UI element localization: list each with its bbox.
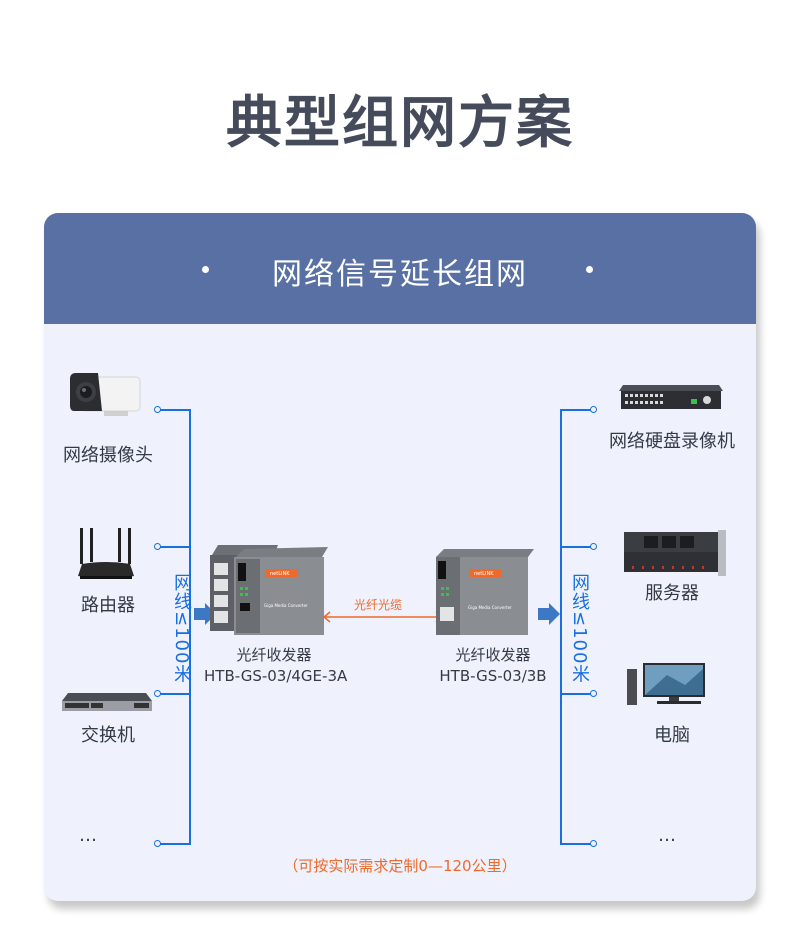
connector-line bbox=[560, 546, 592, 548]
fiber-cable-label: 光纤光缆 bbox=[354, 598, 403, 612]
connector-node-icon bbox=[590, 690, 597, 697]
device-label: 网络摄像头 bbox=[63, 445, 153, 466]
connector-node-icon bbox=[154, 690, 161, 697]
fiber-converter-left-icon: netLINK Giga Media Converter bbox=[210, 545, 328, 635]
converter-right-name: 光纤收发器 bbox=[455, 646, 531, 664]
connector-line bbox=[158, 546, 191, 548]
product-text: Giga Media Converter bbox=[264, 603, 308, 608]
network-diagram-panel: 网络信号延长组网 网络摄像头 路由器 交换机 … 网线≤100米 bbox=[44, 213, 756, 901]
device-label: 电脑 bbox=[654, 725, 690, 746]
connector-node-icon bbox=[590, 406, 597, 413]
right-bus-line bbox=[560, 409, 562, 845]
device-label: 路由器 bbox=[81, 595, 135, 616]
connector-line bbox=[158, 843, 191, 845]
bullet-dot-icon bbox=[202, 266, 209, 273]
more-devices-ellipsis: … bbox=[658, 825, 679, 846]
switch-icon bbox=[62, 693, 152, 711]
connector-line bbox=[158, 693, 191, 695]
device-label: 服务器 bbox=[645, 583, 699, 604]
product-text: Giga Media Converter bbox=[468, 605, 512, 610]
desktop-computer-icon bbox=[627, 663, 705, 705]
arrow-right-icon bbox=[538, 603, 560, 625]
connector-line bbox=[560, 409, 592, 411]
brand-logo: netLINK bbox=[270, 571, 290, 577]
connector-node-icon bbox=[154, 543, 161, 550]
panel-title: 网络信号延长组网 bbox=[272, 257, 528, 292]
more-devices-ellipsis: … bbox=[79, 825, 100, 846]
bullet-dot-icon bbox=[586, 266, 593, 273]
connector-line bbox=[560, 843, 592, 845]
connector-line bbox=[560, 693, 592, 695]
server-icon bbox=[624, 530, 726, 576]
nvr-icon bbox=[619, 385, 723, 409]
cable-length-label-left: 网线≤100米 bbox=[171, 573, 192, 684]
page-title: 典型组网方案 bbox=[226, 91, 574, 156]
converter-left-model: HTB-GS-03/4GE-3A bbox=[204, 667, 348, 685]
converter-right-model: HTB-GS-03/3B bbox=[439, 667, 547, 685]
converter-left-name: 光纤收发器 bbox=[236, 646, 312, 664]
left-bus-line bbox=[189, 409, 191, 845]
distance-note: （可按实际需求定制0—120公里） bbox=[283, 857, 517, 875]
converter-right-caption: 光纤收发器 HTB-GS-03/3B bbox=[438, 645, 548, 687]
cable-length-label-right: 网线≤100米 bbox=[569, 573, 590, 684]
connector-node-icon bbox=[590, 840, 597, 847]
bidirectional-arrow-icon bbox=[322, 611, 444, 623]
device-label: 交换机 bbox=[81, 725, 135, 746]
connector-node-icon bbox=[590, 543, 597, 550]
connector-node-icon bbox=[154, 406, 161, 413]
ip-camera-icon bbox=[70, 373, 141, 416]
router-icon bbox=[78, 528, 134, 579]
device-label: 网络硬盘录像机 bbox=[609, 431, 735, 452]
connector-line bbox=[158, 409, 191, 411]
connector-node-icon bbox=[154, 840, 161, 847]
converter-left-caption: 光纤收发器 HTB-GS-03/4GE-3A bbox=[204, 645, 348, 687]
brand-logo: netLINK bbox=[474, 571, 494, 577]
fiber-converter-right-icon: netLINK Giga Media Converter bbox=[436, 549, 534, 635]
panel-header: 网络信号延长组网 bbox=[44, 213, 756, 324]
